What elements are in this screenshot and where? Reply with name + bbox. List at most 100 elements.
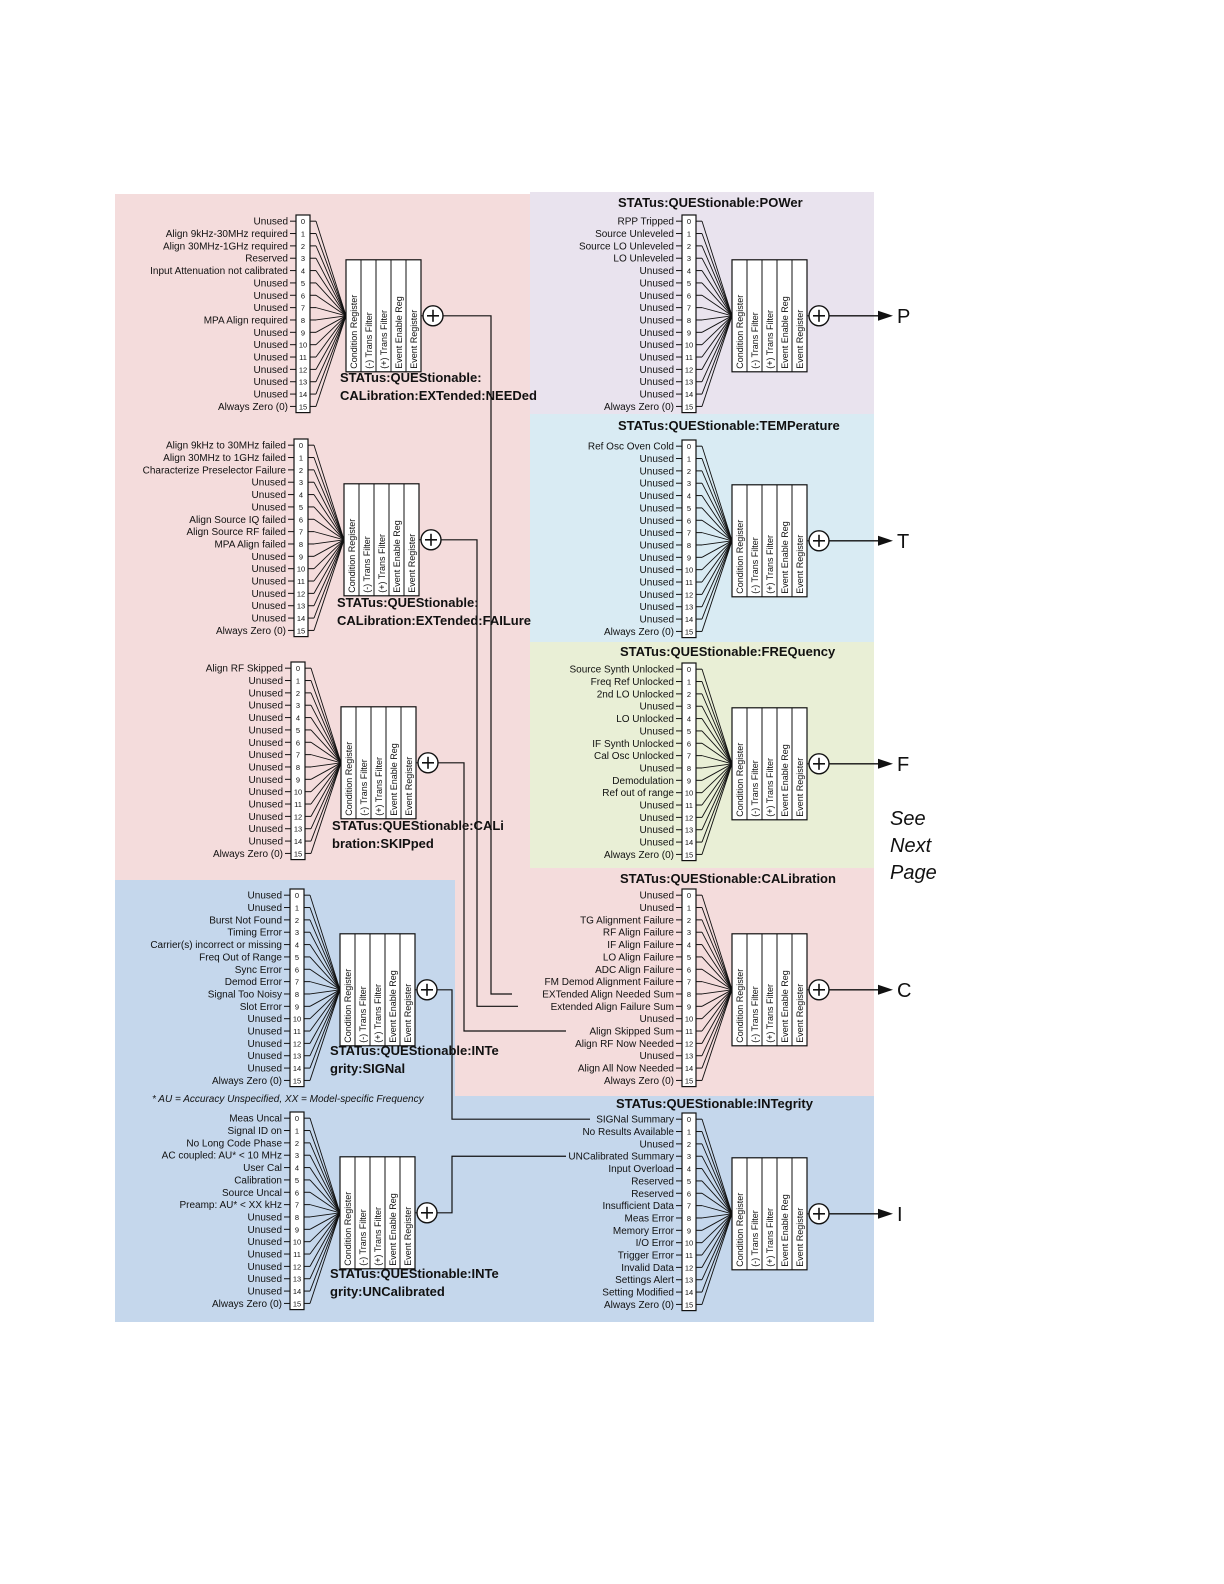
fan-line — [701, 1213, 733, 1305]
bit-label: Unused — [640, 602, 674, 613]
bit-label: Unused — [254, 365, 288, 376]
fan-line — [310, 754, 342, 764]
fan-line — [310, 762, 342, 854]
register-title: CALibration:EXTended:NEEDed — [340, 388, 537, 403]
register-title: STATus:QUEStionable:INTe — [330, 1043, 499, 1058]
bit-label: Unused — [248, 1225, 282, 1236]
bit-number: 12 — [685, 1263, 693, 1272]
bit-label: Unused — [640, 801, 674, 812]
fan-line — [309, 989, 341, 1019]
group-label: Event Register — [409, 310, 419, 369]
bit-label: Unused — [254, 377, 288, 388]
fan-line — [701, 1143, 733, 1214]
register-title: STATus:QUEStionable:TEMPerature — [618, 418, 840, 433]
fan-line — [701, 1192, 733, 1215]
bit-label: Unused — [252, 601, 286, 612]
bit-number: 6 — [301, 291, 305, 300]
bit-number: 14 — [685, 1288, 693, 1297]
bit-label: Unused — [640, 903, 674, 914]
bit-label: Unused — [640, 528, 674, 539]
group-label: Condition Register — [349, 295, 359, 369]
bit-label: TG Alignment Failure — [580, 915, 674, 926]
fan-line — [701, 919, 733, 990]
arrow-head — [878, 310, 893, 321]
bit-label: Unused — [248, 1287, 282, 1298]
group-label: (-) Trans Filter — [750, 760, 760, 817]
bit-label: Unused — [640, 553, 674, 564]
bit-column — [289, 888, 305, 1088]
fan-line — [701, 763, 733, 806]
fan-line — [315, 315, 347, 382]
bit-label: Unused — [254, 328, 288, 339]
connection-wire — [437, 989, 590, 1120]
bit-number: 11 — [294, 800, 302, 809]
bit-number: 3 — [687, 254, 691, 263]
bit-label: Unused — [254, 340, 288, 351]
bit-number: 11 — [293, 1027, 301, 1036]
bit-label: No Results Available — [582, 1127, 674, 1138]
bit-number: 6 — [687, 1189, 691, 1198]
bit-number: 4 — [687, 941, 691, 950]
bit-number: 4 — [301, 267, 305, 276]
fan-line — [701, 763, 733, 793]
bit-number: 10 — [685, 1015, 693, 1024]
bit-label: Unused — [249, 800, 283, 811]
fan-line — [310, 762, 342, 792]
group-label: (+) Trans Filter — [765, 984, 775, 1043]
fan-line — [701, 540, 733, 546]
bit-number: 7 — [296, 751, 300, 760]
footnote-au: * AU = Accuracy Unspecified, XX = Model-… — [152, 1094, 424, 1105]
bit-number: 5 — [295, 1176, 299, 1185]
fan-line — [310, 762, 342, 780]
bit-column — [681, 1112, 697, 1312]
fan-line — [701, 907, 733, 990]
fan-line — [310, 762, 342, 768]
bit-label: Unused — [640, 377, 674, 388]
bit-number: 1 — [687, 678, 691, 687]
bit-label: LO Unlocked — [616, 714, 674, 725]
bit-label: Setting Modified — [602, 1288, 674, 1299]
fan-line — [701, 315, 733, 358]
bit-number: 15 — [293, 1076, 301, 1085]
group-label: Event Register — [404, 757, 414, 816]
group-label: Event Enable Reg — [780, 1194, 790, 1267]
output-letter: I — [897, 1204, 903, 1226]
bit-label: I/O Error — [636, 1238, 675, 1249]
fan-line — [310, 680, 342, 763]
bit-number: 10 — [685, 1239, 693, 1248]
bit-label: Unused — [640, 503, 674, 514]
bit-number: 5 — [301, 279, 305, 288]
fan-line — [315, 315, 347, 345]
bit-number: 10 — [297, 565, 305, 574]
bit-label: Timing Error — [227, 928, 282, 939]
bit-number: 7 — [687, 304, 691, 313]
bit-number: 13 — [685, 1052, 693, 1061]
bit-number: 5 — [687, 953, 691, 962]
register-title: bration:SKIPped — [332, 836, 434, 851]
bit-label: Ref out of range — [602, 788, 674, 799]
fan-line — [310, 692, 342, 763]
bit-number: 4 — [687, 1165, 691, 1174]
group-label: (-) Trans Filter — [362, 536, 372, 593]
bit-number: 6 — [296, 738, 300, 747]
bit-label: Signal Too Noisy — [208, 989, 282, 1000]
bit-number: 6 — [295, 965, 299, 974]
group-label: Condition Register — [735, 969, 745, 1043]
fan-line — [701, 1213, 733, 1256]
fan-line — [701, 446, 733, 541]
fan-line — [701, 1213, 733, 1219]
bit-number: 6 — [687, 516, 691, 525]
fan-line — [701, 1205, 733, 1215]
bit-label: Unused — [248, 1051, 282, 1062]
bit-label: Unused — [640, 813, 674, 824]
register-group — [339, 1156, 416, 1270]
fan-line — [315, 282, 347, 317]
bit-number: 14 — [297, 614, 305, 623]
fan-line — [701, 730, 733, 765]
bit-label: Always Zero (0) — [604, 1076, 674, 1087]
bit-number: 14 — [299, 390, 307, 399]
fan-line — [701, 315, 733, 333]
